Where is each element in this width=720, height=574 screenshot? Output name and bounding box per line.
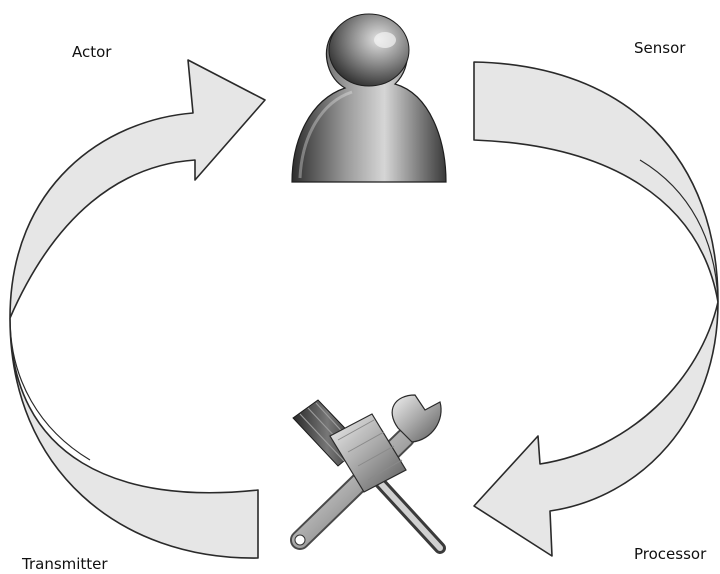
processor-label: Processor (634, 545, 707, 563)
right-curved-arrow (473, 61, 719, 557)
actor-label: Actor (72, 43, 112, 61)
sensor-label: Sensor (634, 39, 686, 57)
transmitter-label: Transmitter (22, 555, 108, 573)
person-icon (291, 13, 447, 183)
left-curved-arrow (9, 59, 266, 559)
wrench-screwdriver-icon (290, 394, 446, 554)
